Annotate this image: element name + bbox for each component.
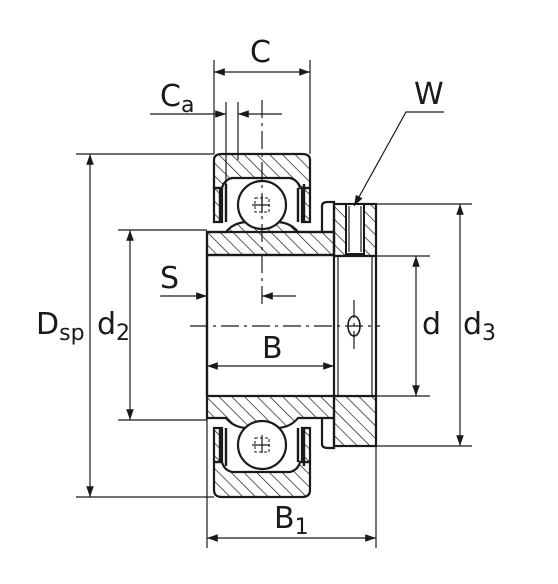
label-dsp: Dsp (36, 307, 85, 346)
label-d: d (422, 307, 441, 342)
label-b: B (262, 331, 283, 366)
label-d3: d3 (463, 307, 496, 346)
ball-bottom-mark (254, 437, 270, 453)
label-c: C (250, 35, 271, 70)
seal-left-bottom (218, 428, 228, 466)
label-b1: B1 (274, 501, 309, 540)
label-ca: Ca (160, 79, 194, 118)
label-d2: d2 (97, 307, 130, 346)
seal-left-top (218, 184, 228, 222)
label-s: S (160, 261, 179, 296)
seal-right-top (296, 184, 306, 222)
collar-bottom (332, 394, 378, 448)
leader-w (353, 111, 444, 207)
label-w: W (414, 77, 444, 112)
outer-ring-bottom (212, 460, 312, 499)
seal-right-bottom (296, 428, 306, 466)
inner-ring-bottom-step (320, 418, 336, 450)
